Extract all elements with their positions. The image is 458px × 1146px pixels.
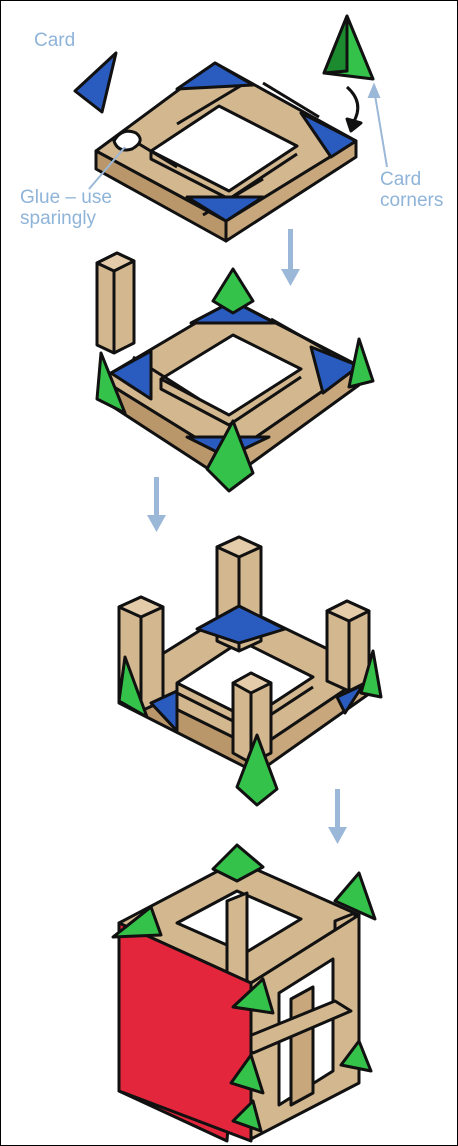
green-corner-top bbox=[213, 269, 253, 313]
corner-card-green-fold bbox=[324, 16, 347, 73]
green-corner-right bbox=[349, 339, 373, 387]
corners-pointer-head bbox=[369, 85, 379, 97]
rotate-arrow-head bbox=[347, 119, 361, 131]
step-arrow-2 bbox=[147, 477, 166, 532]
rotate-arrow bbox=[347, 87, 358, 123]
loose-card-triangle bbox=[75, 53, 116, 112]
corners-pointer bbox=[374, 89, 387, 167]
step-2-frame-corners bbox=[97, 253, 373, 491]
step-3-uprights bbox=[119, 537, 381, 805]
step-1-base-frame bbox=[75, 16, 373, 241]
step-arrow-1 bbox=[281, 229, 300, 286]
glue-blob bbox=[114, 131, 140, 150]
step-arrow-3 bbox=[328, 789, 347, 844]
cube-inner-post bbox=[291, 987, 313, 1105]
step-4-cube bbox=[113, 845, 375, 1141]
corner-card-top bbox=[177, 63, 253, 89]
